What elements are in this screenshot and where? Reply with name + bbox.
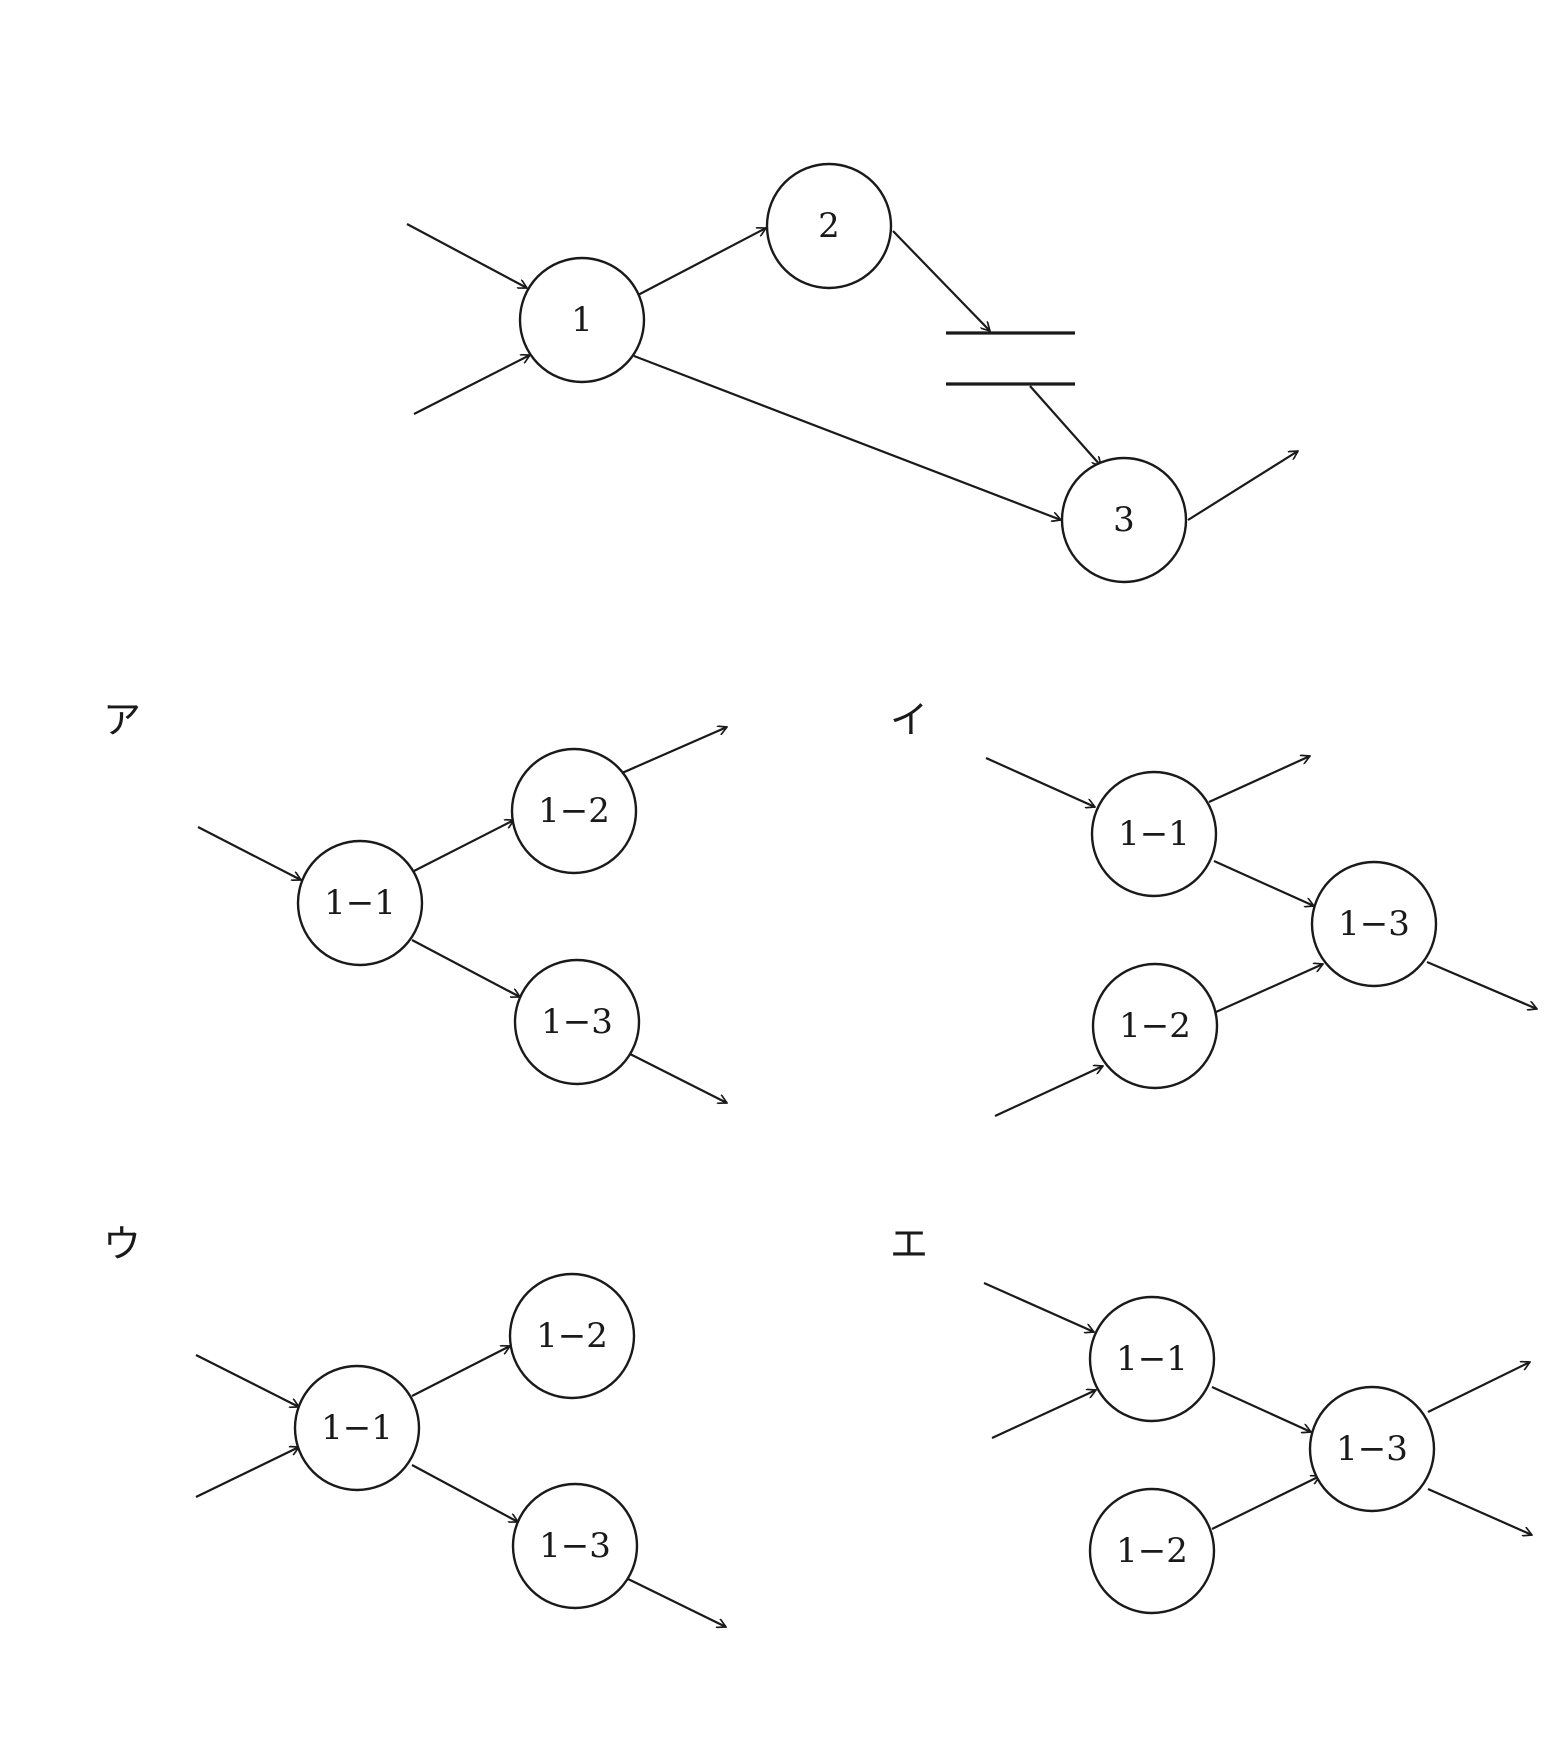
option-i-node-1-2 (1091, 962, 1219, 1090)
option-label-e: エ (890, 1222, 928, 1266)
option-u-label-1-1: 1−1 (321, 1408, 393, 1448)
option-e-label-1-1: 1−1 (1116, 1339, 1188, 1379)
option-u: ウ 1−1 1−2 1−3 (103, 1222, 726, 1627)
option-a-edge-13-out (627, 1052, 727, 1103)
option-e-edge-in-b (991, 1390, 1096, 1439)
option-u-edge-in-a (195, 1354, 299, 1407)
edge-2-to-store (892, 230, 990, 331)
option-e-label-1-2: 1−2 (1116, 1531, 1188, 1571)
option-u-node-1-2 (508, 1272, 636, 1400)
edge-store-to-3 (1029, 385, 1101, 466)
option-u-edge-11-to-12 (411, 1346, 510, 1397)
option-label-a: ア (103, 698, 141, 742)
option-i-label-1-1: 1−1 (1118, 814, 1190, 854)
edge-1-to-3 (633, 354, 1061, 520)
process-node-2 (765, 162, 893, 290)
top-diagram: 1 2 3 (406, 162, 1298, 584)
process-label-2: 2 (818, 206, 840, 246)
edge-in-b-to-1 (413, 355, 530, 415)
option-label-i: イ (890, 698, 928, 742)
option-i-label-1-3: 1−3 (1338, 904, 1410, 944)
option-a-edge-in (197, 826, 301, 880)
option-a: ア 1−1 1−2 1−3 (103, 698, 727, 1103)
option-e-node-1-3 (1308, 1385, 1436, 1513)
option-u-label-1-3: 1−3 (539, 1526, 611, 1566)
option-i-node-1-1 (1090, 770, 1218, 898)
process-node-1 (518, 256, 646, 384)
option-e-node-1-1 (1088, 1295, 1216, 1423)
option-i: イ 1−1 1−2 1−3 (890, 698, 1537, 1117)
option-i-edge-13-out (1426, 960, 1537, 1009)
option-a-node-1-2 (510, 747, 638, 875)
process-label-1: 1 (571, 300, 593, 340)
process-label-3: 3 (1113, 500, 1135, 540)
option-e-edge-in-a (983, 1281, 1094, 1332)
option-i-edge-12-to-13 (1215, 964, 1323, 1014)
option-u-edge-13-out (625, 1577, 726, 1627)
option-e-edge-13-out-a (1427, 1362, 1530, 1413)
option-i-edge-11-to-13 (1213, 859, 1314, 906)
option-i-edge-in-to-11 (985, 756, 1095, 807)
option-e: エ 1−1 1−2 1−3 (890, 1222, 1532, 1615)
option-a-edge-11-to-12 (411, 820, 514, 873)
option-a-node-1-1 (296, 839, 424, 967)
option-a-label-1-1: 1−1 (324, 883, 396, 923)
option-e-node-1-2 (1088, 1487, 1216, 1615)
option-a-label-1-2: 1−2 (538, 791, 610, 831)
option-u-edge-in-b (195, 1447, 299, 1498)
option-i-edge-11-out (1208, 756, 1310, 804)
option-a-edge-11-to-13 (411, 939, 520, 997)
edge-in-a-to-1 (406, 223, 527, 289)
option-e-edge-11-to-13 (1211, 1385, 1311, 1432)
option-a-edge-12-out (621, 727, 727, 775)
option-i-node-1-3 (1310, 860, 1438, 988)
process-node-3 (1060, 456, 1188, 584)
option-u-node-1-1 (293, 1364, 421, 1492)
edge-1-to-2 (637, 228, 766, 296)
edge-3-out (1187, 450, 1298, 521)
option-u-node-1-3 (511, 1482, 639, 1610)
option-e-edge-13-out-b (1427, 1487, 1532, 1535)
option-e-edge-12-to-13 (1211, 1476, 1320, 1530)
option-a-label-1-3: 1−3 (541, 1002, 613, 1042)
option-i-edge-in-to-12 (994, 1066, 1103, 1117)
option-u-label-1-2: 1−2 (536, 1316, 608, 1356)
option-e-label-1-3: 1−3 (1336, 1429, 1408, 1469)
option-u-edge-11-to-13 (411, 1464, 518, 1523)
option-a-node-1-3 (513, 958, 641, 1086)
option-i-label-1-2: 1−2 (1119, 1006, 1191, 1046)
option-label-u: ウ (103, 1222, 141, 1266)
